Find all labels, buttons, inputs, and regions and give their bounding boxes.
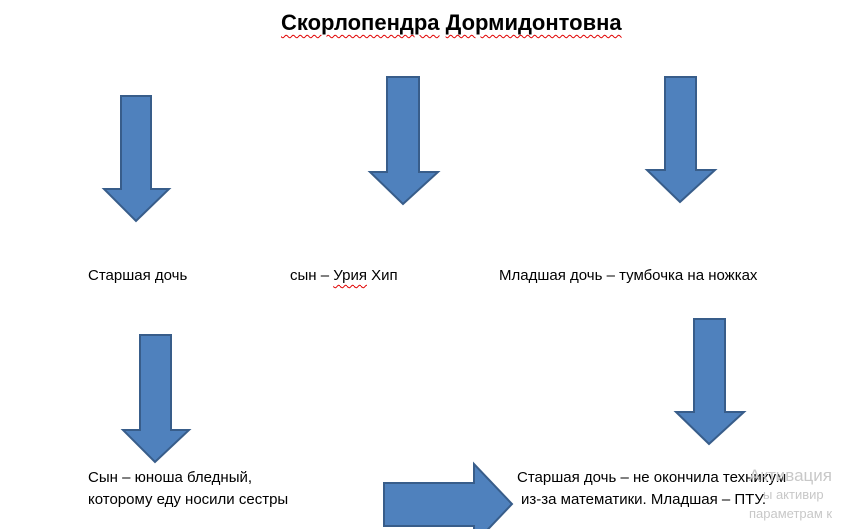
- son-suffix: Хип: [366, 267, 398, 284]
- label-son-uriah-heep: сын – Урия Хип: [290, 265, 398, 287]
- page-title: Скорлопендра Дормидонтовна: [281, 8, 622, 38]
- label-outcome-line2: из-за математики. Младшая – ПТУ.: [521, 491, 767, 508]
- arrow-right-icon: [383, 461, 514, 529]
- label-pale-youth: Сын – юноша бледный, которому еду носили…: [88, 467, 288, 511]
- label-pale-youth-line1: Сын – юноша бледный,: [88, 469, 253, 486]
- son-name: Урия: [333, 267, 367, 284]
- arrow-down-icon: [101, 95, 172, 223]
- title-word-2: Дормидонтовна: [445, 10, 622, 35]
- arrow-down-icon: [367, 76, 441, 206]
- label-outcome: Старшая дочь – не окончила техникум из-з…: [517, 467, 786, 511]
- arrow-down-icon: [120, 334, 192, 464]
- label-elder-daughter: Старшая дочь: [88, 267, 188, 284]
- label-younger-daughter: Младшая дочь – тумбочка на ножках: [499, 267, 758, 284]
- arrow-down-icon: [673, 318, 747, 446]
- son-prefix: сын –: [290, 267, 334, 284]
- title-word-1: Скорлопендра: [281, 10, 440, 35]
- arrow-down-icon: [644, 76, 718, 204]
- label-pale-youth-line2: которому еду носили сестры: [88, 491, 289, 508]
- label-outcome-line1: Старшая дочь – не окончила техникум: [517, 469, 787, 486]
